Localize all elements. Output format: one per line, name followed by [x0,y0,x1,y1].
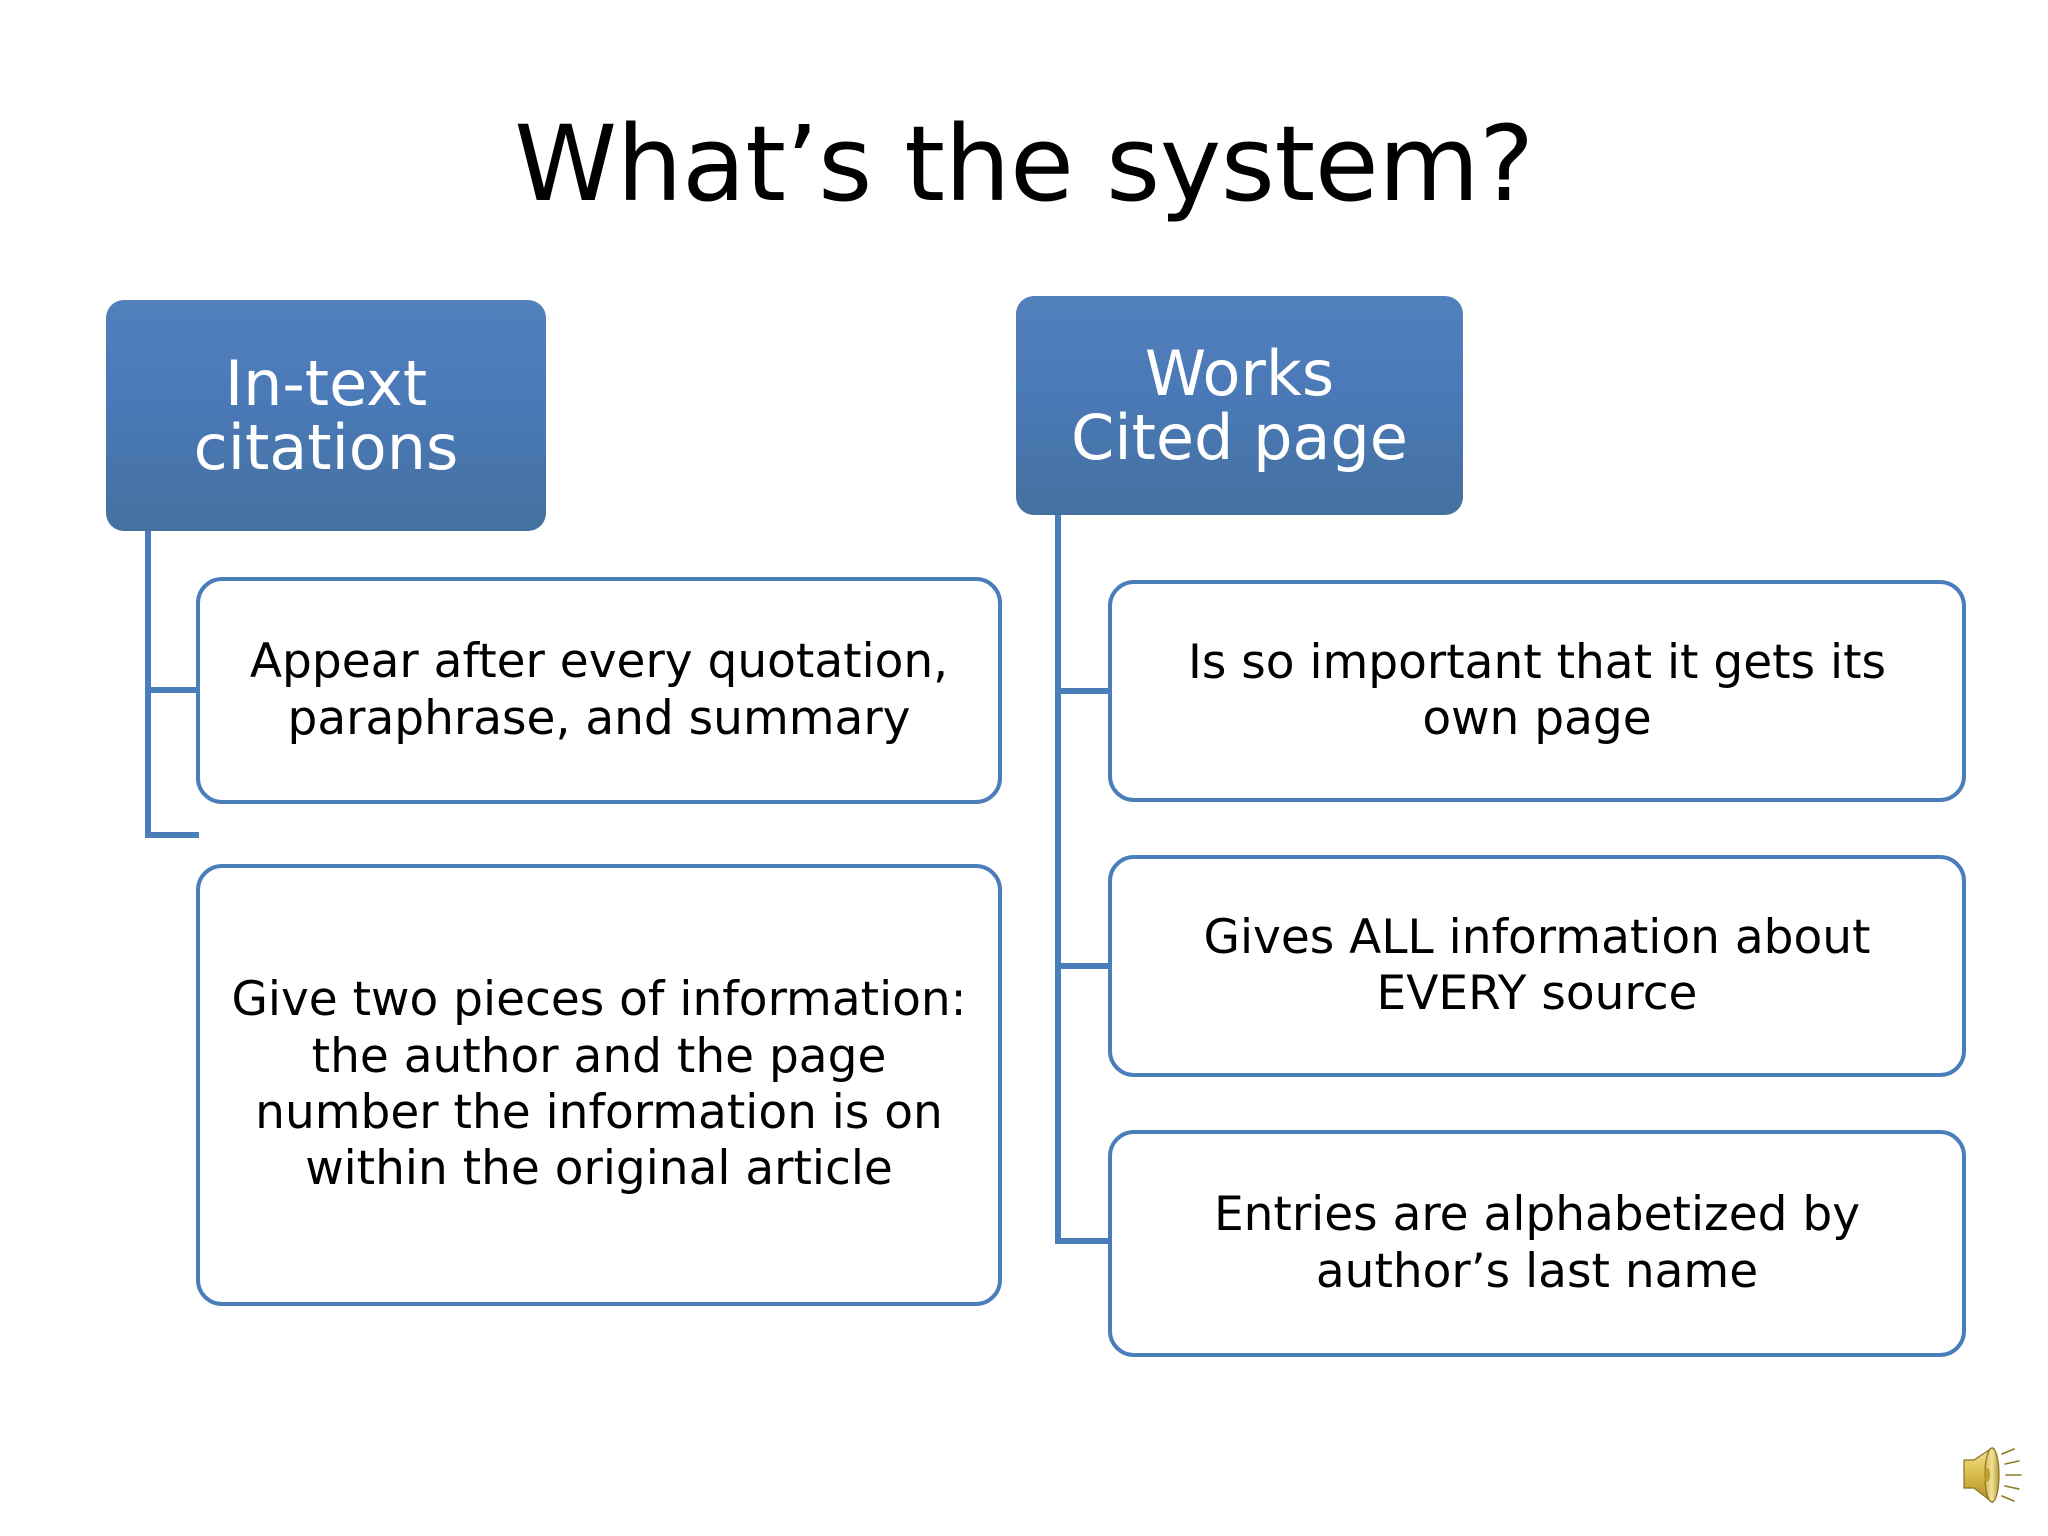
connector-left-trunk [145,531,151,838]
connector-right-branch-3 [1055,1238,1111,1244]
page-title: What’s the system? [514,103,1534,225]
header-box-in-text-citations-line-2: citations [193,410,459,484]
speaker-sound-icon[interactable] [1962,1446,2036,1508]
content-box-in-text-1[interactable]: Appear after every quotation, paraphrase… [196,577,1002,804]
content-box-in-text-1-text: Appear after every quotation, paraphrase… [249,634,949,746]
header-box-in-text-citations[interactable]: In-text citations [106,300,546,531]
content-box-works-cited-2[interactable]: Gives ALL information about EVERY source [1108,855,1966,1077]
connector-right-branch-1 [1055,688,1111,694]
content-box-works-cited-1-text: Is so important that it gets its own pag… [1187,634,1886,746]
content-box-in-text-2-text: Give two pieces of information: the auth… [231,972,967,1197]
content-box-works-cited-3[interactable]: Entries are alphabetized by author’s las… [1108,1130,1966,1357]
content-box-in-text-2[interactable]: Give two pieces of information: the auth… [196,864,1002,1306]
connector-right-trunk [1055,515,1061,947]
connector-left-branch-2 [145,832,199,838]
content-box-works-cited-1[interactable]: Is so important that it gets its own pag… [1108,580,1966,802]
content-box-works-cited-2-text: Gives ALL information about EVERY source [1203,909,1871,1021]
header-box-works-cited-page-line-1: Works [1144,337,1335,411]
header-box-works-cited-page-line-2: Cited page [1071,400,1408,474]
connector-right-trunk-lower [1055,947,1061,1241]
header-box-in-text-citations-line-1: In-text [224,347,428,421]
connector-right-branch-2 [1055,963,1111,969]
connector-left-branch-1 [145,687,199,693]
header-box-works-cited-page[interactable]: Works Cited page [1016,296,1463,515]
content-box-works-cited-3-text: Entries are alphabetized by author’s las… [1213,1187,1861,1299]
